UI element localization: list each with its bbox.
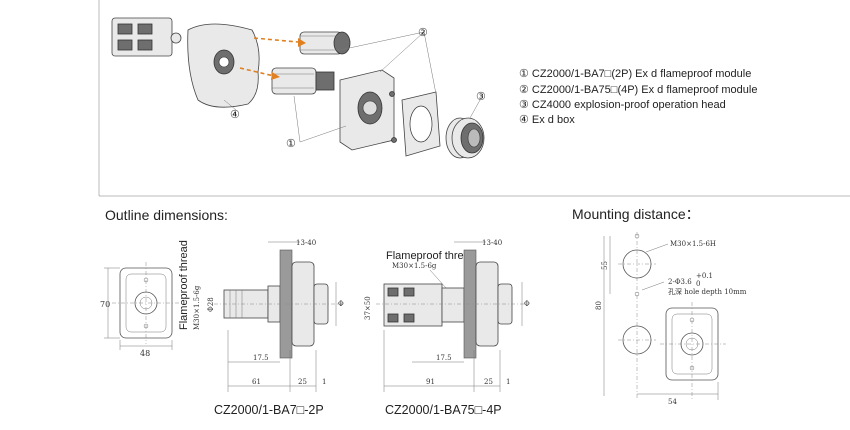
ex-d-box-drawing	[187, 23, 260, 108]
dim-1-4p: 1	[506, 378, 510, 386]
mount-tol-plus: +0.1	[696, 272, 713, 280]
operation-screw-drawing	[299, 31, 351, 55]
phi-2p: Φ	[338, 300, 344, 308]
caption-4p: CZ2000/1-BA75□-4P	[385, 403, 502, 417]
screw-top	[389, 91, 395, 97]
side-view-4p: Flameproof thread M30×1.5-6g 37×50 Φ 13-…	[364, 239, 530, 392]
module-left-drawing	[111, 17, 182, 57]
dim-17-5-2p: 17.5	[253, 354, 269, 362]
callout-1: ①	[286, 138, 296, 150]
housing-drawing	[339, 69, 395, 151]
thread-label-2p: Flameproof thread	[178, 240, 190, 330]
gasket-drawing	[401, 91, 441, 157]
dim-25-4p: 25	[484, 378, 493, 386]
dim-91-4p: 91	[426, 378, 435, 386]
dim-17-5-4p: 17.5	[436, 354, 452, 362]
legend-item-4: ④ Ex d box	[519, 114, 575, 126]
mounting-diagram: M30×1.5-6H 2-Φ3.6 +0.1 0 孔深 hole depth 1…	[595, 232, 747, 406]
arrow-head-icon	[271, 72, 280, 80]
dim-width-48: 48	[140, 349, 150, 358]
panel-2p: 13-40	[296, 239, 316, 247]
exploded-view: ② ③ ① ④	[111, 17, 486, 159]
legend-item-3: ③ CZ4000 explosion-proof operation head	[519, 99, 726, 111]
module-1-drawing	[271, 67, 335, 95]
screw-bottom	[391, 137, 397, 143]
mount-thread: M30×1.5-6H	[670, 240, 716, 248]
legend-item-1: ① CZ2000/1-BA7□(2P) Ex d flameproof modu…	[519, 68, 751, 80]
dim-25-2p: 25	[298, 378, 307, 386]
assembly-arrow-2	[253, 37, 299, 43]
arrow-head-icon	[298, 38, 306, 47]
assembly-arrow-1	[239, 67, 275, 77]
panel-4p: 13-40	[482, 239, 502, 247]
dia-2p: Φ28	[207, 297, 215, 312]
front-view-2p: 70 48	[100, 262, 180, 358]
legend: ① CZ2000/1-BA7□(2P) Ex d flameproof modu…	[519, 68, 757, 126]
callout-4: ④	[230, 109, 240, 121]
operation-head-drawing	[445, 117, 485, 159]
dim-61-2p: 61	[252, 378, 261, 386]
thread-spec-2p: M30×1.5-6g	[193, 285, 201, 330]
dim-54: 54	[668, 398, 677, 406]
legend-item-2: ② CZ2000/1-BA75□(4P) Ex d flameproof mod…	[519, 84, 757, 96]
outline-heading: Outline dimensions:	[105, 207, 228, 223]
size-4p: 37×50	[364, 296, 372, 320]
callout-2: ②	[418, 27, 428, 39]
thread-spec-4p: M30×1.5-6g	[392, 262, 437, 270]
dim-80: 80	[595, 301, 603, 310]
mount-tol-zero: 0	[696, 280, 700, 288]
mount-holes: 2-Φ3.6	[668, 278, 692, 286]
side-view-2p: Flameproof thread M30×1.5-6g Φ28 Φ 13-40…	[178, 239, 344, 392]
phi-4p: Φ	[524, 300, 530, 308]
dim-55: 55	[601, 261, 609, 270]
dim-height-70: 70	[100, 300, 110, 309]
mounting-heading: Mounting distance：	[572, 206, 700, 222]
dim-1-2p: 1	[322, 378, 326, 386]
caption-2p: CZ2000/1-BA7□-2P	[214, 403, 324, 417]
mount-depth: 孔深 hole depth 10mm	[668, 287, 747, 296]
callout-3: ③	[476, 91, 486, 103]
thread-label-4p: Flameproof thread	[386, 250, 476, 262]
